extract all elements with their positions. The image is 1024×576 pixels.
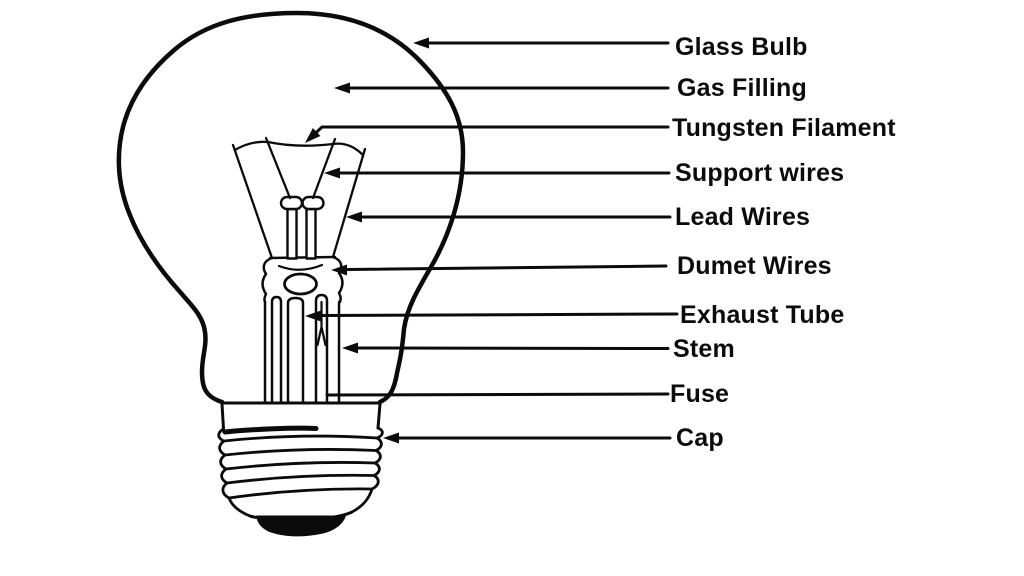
support-wire-right	[311, 137, 337, 200]
press-top-edge	[268, 255, 337, 260]
cap-thread-ridges	[222, 434, 379, 500]
leader-gas-filling	[334, 82, 670, 94]
arrowhead-glass-bulb	[413, 37, 429, 49]
stem-glass	[263, 263, 341, 403]
lead-pin-cap-left	[279, 195, 304, 211]
arrowhead-exhaust-tube	[305, 310, 321, 322]
label-dumet-wires: Dumet Wires	[677, 252, 832, 280]
fuse-wire	[222, 425, 319, 435]
foot-contact	[256, 515, 346, 537]
leader-lines	[305, 37, 679, 444]
exhaust-tube	[286, 296, 305, 403]
cap	[217, 401, 384, 537]
arrowhead-cap	[383, 432, 399, 444]
label-lead-wires: Lead Wires	[675, 203, 811, 231]
support-and-lead-wires	[231, 136, 367, 260]
glass-bulb-outline	[116, 10, 466, 405]
cap-side-right	[376, 402, 382, 430]
label-gas-filling: Gas Filling	[677, 74, 807, 102]
press-left-side	[261, 256, 274, 304]
arrowhead-tungsten-filament	[305, 128, 321, 143]
label-exhaust-tube: Exhaust Tube	[680, 301, 845, 329]
leader-lead-wires	[346, 211, 672, 223]
leader-support-wires	[324, 167, 671, 179]
lead-tube-left	[286, 207, 298, 260]
lead-tube-right	[305, 207, 317, 260]
arrowhead-support-wires	[324, 167, 340, 179]
stem-press	[261, 255, 344, 304]
label-glass-bulb: Glass Bulb	[675, 33, 808, 61]
leader-exhaust-tube	[305, 310, 679, 322]
fuse-wire-fork	[316, 300, 327, 347]
leader-stem	[342, 342, 670, 354]
arrowhead-lead-wires	[346, 211, 362, 223]
stem-inner-tube-right	[314, 293, 329, 403]
press-smile-arc	[277, 263, 324, 271]
tungsten-filament	[233, 140, 365, 157]
label-cap: Cap	[676, 424, 724, 452]
arrowhead-gas-filling	[334, 82, 350, 94]
arrowhead-stem	[342, 342, 358, 354]
label-support-wires: Support wires	[675, 159, 845, 187]
cap-thread-profile-right	[349, 426, 384, 514]
leader-tungsten-filament	[305, 125, 670, 143]
label-tungsten-filament: Tungsten Filament	[672, 114, 896, 142]
lead-wire-tubes	[279, 195, 325, 260]
lead-wire-right	[331, 147, 367, 259]
label-stem: Stem	[673, 335, 735, 363]
arrowhead-dumet-wires	[331, 264, 347, 276]
leader-glass-bulb	[413, 37, 670, 49]
press-right-side	[331, 255, 344, 304]
stem-inner-tube-left	[270, 295, 283, 403]
exhaust-tube-opening	[283, 272, 318, 296]
support-wire-left	[264, 136, 292, 200]
label-fuse: Fuse	[670, 380, 730, 408]
leader-fuse	[325, 392, 670, 397]
leader-cap	[383, 432, 672, 444]
leader-dumet-wires	[331, 264, 668, 276]
cap-side-left	[220, 402, 225, 431]
lead-wire-left	[231, 143, 274, 260]
